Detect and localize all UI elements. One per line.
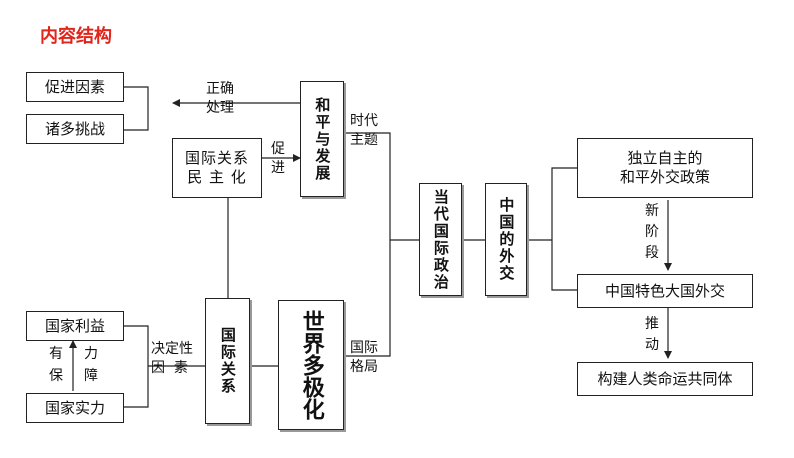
label-correct-handling: 正确 处理 bbox=[206, 81, 234, 116]
label-have-support: 有 保 bbox=[49, 346, 63, 385]
label-drive: 推 动 bbox=[645, 316, 659, 353]
node-international-relations: 国际关系 bbox=[205, 298, 250, 424]
node-independent-policy: 独立自主的 和平外交政策 bbox=[577, 138, 753, 198]
node-democratization: 国际关系 民 主 化 bbox=[172, 138, 262, 198]
diagram-title: 内容结构 bbox=[40, 26, 112, 47]
label-intl-structure: 国际 格局 bbox=[350, 340, 378, 375]
node-contemporary-politics: 当代国际政治 bbox=[419, 183, 462, 296]
label-era-theme: 时代 主题 bbox=[350, 113, 378, 148]
bracket-china-policy bbox=[527, 167, 577, 291]
node-major-country-diplomacy: 中国特色大国外交 bbox=[577, 274, 753, 308]
node-china-diplomacy: 中国的外交 bbox=[485, 183, 527, 296]
label-power-guarantee: 力 障 bbox=[84, 346, 98, 385]
node-national-interest: 国家利益 bbox=[26, 311, 124, 341]
bracket-interest-strength bbox=[124, 325, 149, 408]
node-national-strength: 国家实力 bbox=[26, 393, 124, 423]
node-shared-future: 构建人类命运共同体 bbox=[577, 362, 753, 396]
bracket-era-structure bbox=[344, 132, 391, 357]
node-challenges: 诸多挑战 bbox=[26, 114, 124, 144]
node-promoting-factors: 促进因素 bbox=[26, 72, 124, 102]
node-peace-development: 和平与发展 bbox=[300, 81, 344, 197]
label-new-stage: 新 阶 段 bbox=[645, 203, 659, 261]
label-decisive-factor: 决定性 因 素 bbox=[151, 341, 193, 376]
bracket-left-top bbox=[124, 86, 149, 131]
label-promote: 促 进 bbox=[271, 141, 285, 176]
node-world-multipolarization: 世界多极化 bbox=[278, 300, 344, 430]
